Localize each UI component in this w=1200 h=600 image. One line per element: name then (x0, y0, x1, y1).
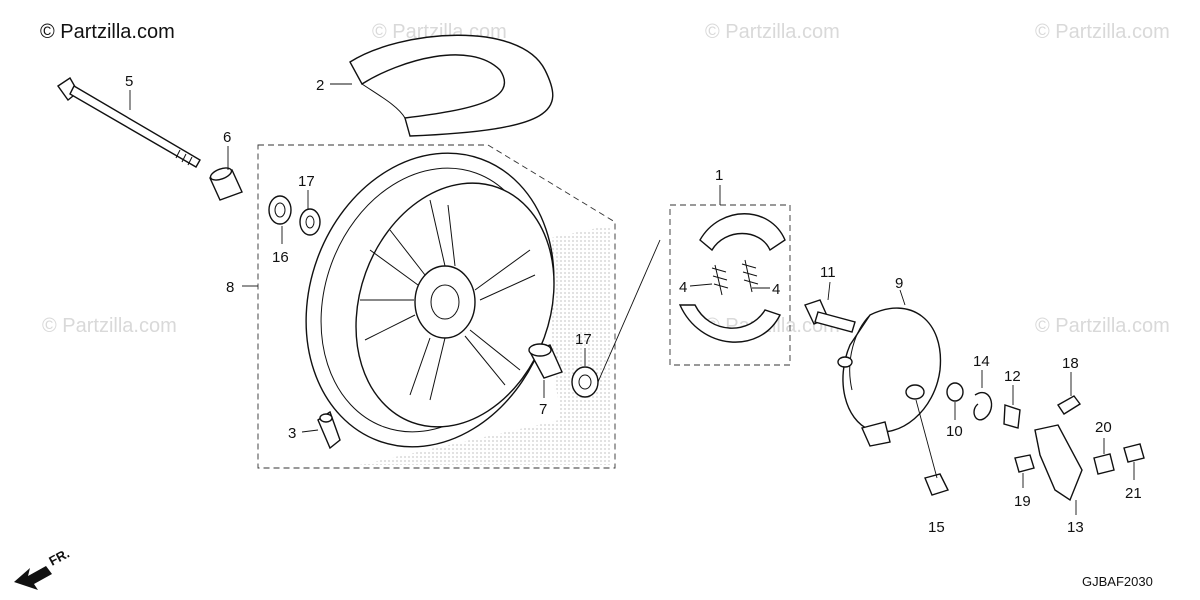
callout-13: 13 (1067, 519, 1084, 536)
watermark-faint-4: © Partzilla.com (42, 315, 177, 337)
callout-16: 16 (272, 249, 289, 266)
callout-20: 20 (1095, 419, 1112, 436)
brake-shoe-box (669, 204, 791, 366)
leader-3 (301, 429, 319, 433)
callout-10: 10 (946, 423, 963, 440)
callout-21: 21 (1125, 485, 1142, 502)
brake-shoe-part (678, 213, 786, 343)
brake-arm-part (1034, 424, 1083, 502)
callout-9: 9 (895, 275, 903, 292)
leader-9 (899, 289, 906, 306)
watermark-faint-3: © Partzilla.com (1035, 21, 1170, 43)
wheel-rim-part (305, 152, 555, 448)
callout-8: 8 (226, 279, 234, 296)
callout-15: 15 (928, 519, 945, 536)
bearing-16-part (268, 195, 292, 225)
leader-15 (915, 399, 938, 479)
nut-15-part (924, 473, 949, 496)
callout-7: 7 (539, 401, 547, 418)
nut-21-part (1123, 443, 1145, 463)
leader-11 (827, 281, 831, 301)
joint-20-part (1093, 453, 1115, 475)
callout-19: 19 (1014, 493, 1031, 510)
callout-17b: 17 (575, 331, 592, 348)
callout-5: 5 (125, 73, 133, 90)
bearing-17b-part (571, 366, 599, 398)
spacer-part (209, 167, 243, 201)
tire-part (349, 34, 554, 137)
watermark-faint-2: © Partzilla.com (705, 21, 840, 43)
callout-17a: 17 (298, 173, 315, 190)
callout-14: 14 (973, 353, 990, 370)
leader-4a (689, 283, 713, 287)
washer-part (946, 382, 964, 402)
callout-18: 18 (1062, 355, 1079, 372)
callout-4a: 4 (679, 279, 687, 296)
indicator-plate-part (1003, 404, 1021, 429)
front-direction-arrow-icon: FR. (14, 546, 72, 590)
bolt-18-part (1056, 395, 1082, 415)
return-spring-part (973, 392, 993, 421)
valve-part (317, 410, 341, 450)
collar-part (528, 343, 563, 379)
callout-3: 3 (288, 425, 296, 442)
brake-cam-part (804, 299, 856, 333)
front-indicator-label: FR. (46, 546, 72, 569)
callout-6: 6 (223, 129, 231, 146)
callout-4b: 4 (772, 281, 780, 298)
axle-bolt-part (57, 77, 201, 168)
callout-12: 12 (1004, 368, 1021, 385)
callout-11: 11 (820, 264, 836, 281)
wheel-assembly-box (257, 144, 616, 469)
callout-2: 2 (316, 77, 324, 94)
nut-19-part (1014, 454, 1035, 473)
watermark-faint-7: © Partzilla.com (1035, 315, 1170, 337)
leader-1-link (597, 239, 661, 383)
callout-1: 1 (715, 167, 723, 184)
diagram-code: GJBAF2030 (1082, 574, 1153, 589)
watermark-main: © Partzilla.com (40, 21, 175, 43)
bearing-17a-part (299, 208, 321, 236)
